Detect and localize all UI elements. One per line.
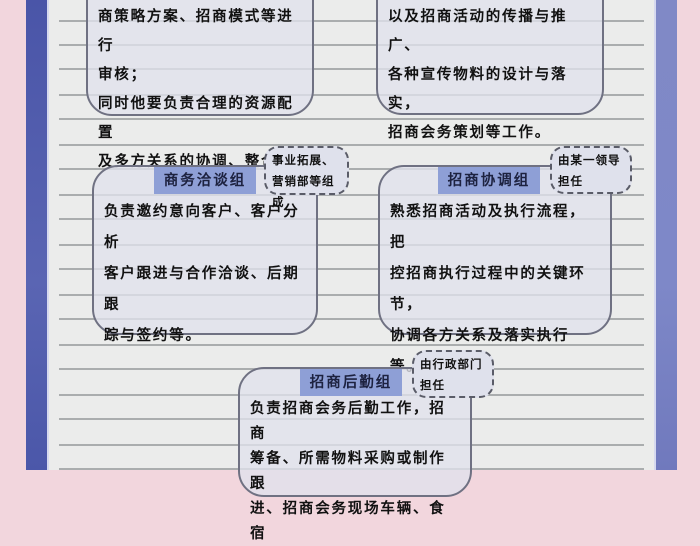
ruled-line xyxy=(59,294,644,296)
ruled-line xyxy=(59,68,644,70)
ruled-line xyxy=(59,44,644,46)
ruled-line xyxy=(59,194,644,196)
ruled-line xyxy=(59,318,644,320)
group-description: 负责招商会务后勤工作，招商 筹备、所需物料采购或制作跟 进、招商会务现场车辆、食… xyxy=(250,400,446,542)
group-note-logistics: 由行政部门 担任 xyxy=(412,350,494,398)
group-note-coordination: 由某一领导 担任 xyxy=(550,146,632,194)
group-title: 商务洽谈组 xyxy=(154,167,256,194)
ruled-line xyxy=(59,144,644,146)
ruled-line xyxy=(59,218,644,220)
ruled-line xyxy=(59,268,644,270)
group-description: 熟悉招商活动及执行流程，把 控招商执行过程中的关键环节， 协调各方关系及落实执行… xyxy=(390,203,586,375)
right-blue-band xyxy=(656,0,677,470)
group-box-top-left: 商策略方案、招商模式等进行 审核； 同时他要负责合理的资源配置 及多方关系的协调… xyxy=(86,0,314,170)
ruled-line xyxy=(59,94,644,96)
left-blue-band xyxy=(26,0,47,470)
group-title: 招商协调组 xyxy=(438,167,540,194)
group-note-business-negotiation: 事业拓展、 营销部等组成 xyxy=(264,146,349,209)
ruled-line xyxy=(59,168,644,170)
ruled-line xyxy=(59,118,644,120)
group-title: 招商后勤组 xyxy=(300,369,402,396)
group-description: 以及招商活动的传播与推广、 各种宣传物料的设计与落实， 招商会务策划等工作。 xyxy=(388,8,568,141)
ruled-line xyxy=(59,344,644,346)
group-box-top-right: 以及招商活动的传播与推广、 各种宣传物料的设计与落实， 招商会务策划等工作。 xyxy=(376,0,604,141)
group-description: 负责邀约意向客户、客户分析 客户跟进与合作洽谈、后期跟 踪与签约等。 xyxy=(104,203,300,344)
group-box-business-negotiation: 商务洽谈组 负责邀约意向客户、客户分析 客户跟进与合作洽谈、后期跟 踪与签约等。 xyxy=(92,165,318,344)
group-description: 商策略方案、招商模式等进行 审核； 同时他要负责合理的资源配置 及多方关系的协调… xyxy=(98,8,294,170)
ruled-line xyxy=(59,20,644,22)
ruled-line xyxy=(59,244,644,246)
